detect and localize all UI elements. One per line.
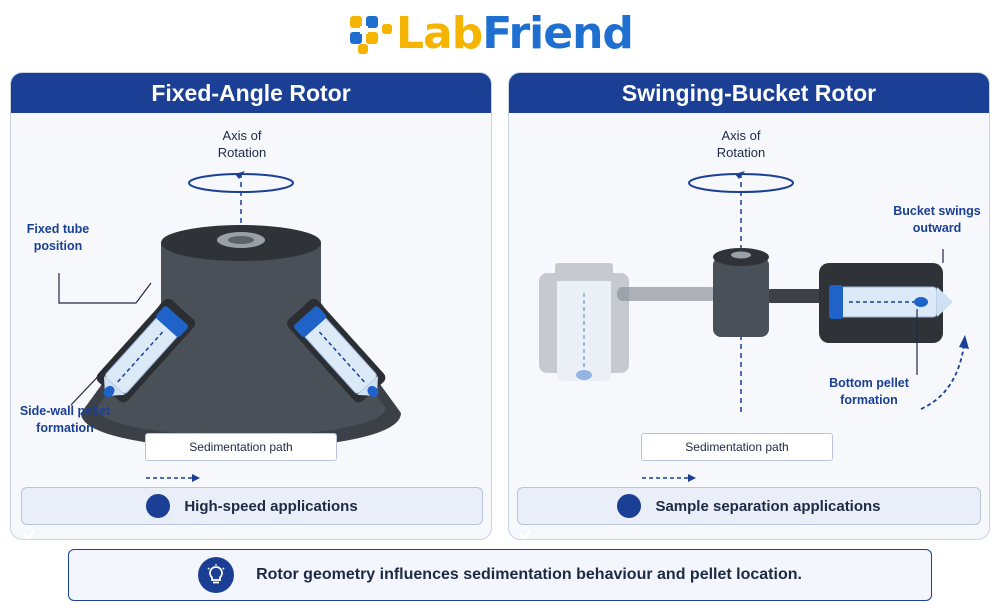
fixed-angle-application: High-speed applications: [21, 487, 483, 539]
sedimentation-path-legend: Sedimentation path: [145, 433, 337, 482]
bucket-swings-outward-label: Bucket swings outward: [893, 204, 981, 235]
swinging-bucket-panel: Swinging-Bucket Rotor: [508, 72, 990, 540]
fixed-angle-application-text: High-speed applications: [184, 497, 358, 515]
footer-text: Rotor geometry influences sedimentation …: [256, 566, 802, 583]
axis-of-rotation-label: Axis of Rotation: [716, 128, 766, 160]
fixed-tube-position-label: Fixed tube position: [26, 222, 90, 253]
labfriend-logo: LabFriend: [348, 8, 652, 60]
swinging-bucket-title: Swinging-Bucket Rotor: [509, 73, 989, 113]
side-wall-pellet-label: Side-wall pellet formation: [19, 404, 111, 435]
lightbulb-icon: [198, 557, 235, 593]
logo-icon: [350, 16, 392, 54]
fixed-angle-rotor-illustration: [58, 171, 401, 451]
logo-wordmark: LabFriend: [396, 8, 634, 60]
swinging-bucket-application: Sample separation applications: [517, 487, 981, 539]
sedimentation-path-text: Sedimentation path: [685, 440, 789, 454]
fixed-angle-title: Fixed-Angle Rotor: [11, 73, 491, 113]
rotation-arrow-icon: [688, 171, 794, 193]
sedimentation-path-text: Sedimentation path: [189, 440, 293, 454]
swinging-bucket-rotor-illustration: [539, 171, 969, 415]
logo-part-lab: Lab: [396, 8, 483, 59]
fixed-angle-panel: Fixed-Angle Rotor: [10, 72, 492, 540]
sedimentation-path-legend: Sedimentation path: [641, 433, 833, 482]
bottom-pellet-label: Bottom pellet formation: [829, 376, 909, 407]
footer-note: Rotor geometry influences sedimentation …: [68, 549, 932, 601]
dashed-arrow-icon: [642, 474, 696, 482]
swinging-bucket-application-text: Sample separation applications: [655, 497, 881, 515]
axis-of-rotation-label: Axis of Rotation: [217, 128, 267, 160]
dashed-arrow-icon: [146, 474, 200, 482]
logo-part-friend: Friend: [482, 8, 634, 59]
check-icon: [23, 494, 171, 539]
rotation-arrow-icon: [188, 171, 294, 193]
check-icon: [519, 494, 642, 539]
